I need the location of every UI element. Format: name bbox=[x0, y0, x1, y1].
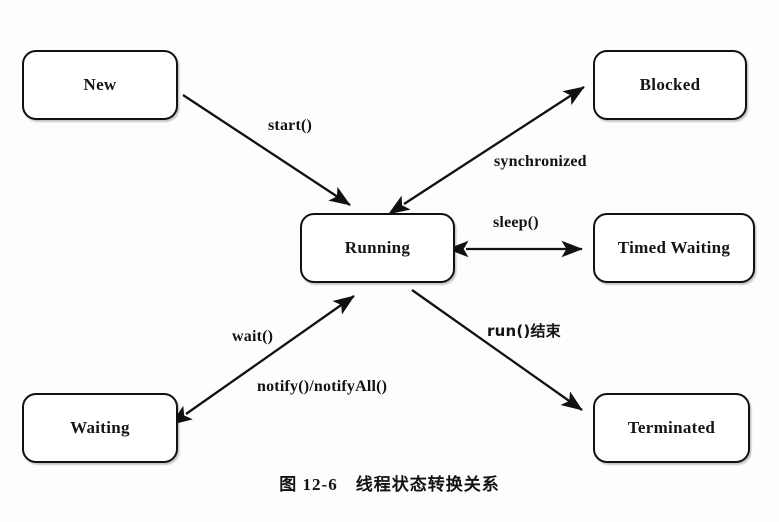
arrow-running-to-terminated bbox=[411, 289, 583, 411]
state-label-waiting: Waiting bbox=[70, 418, 130, 437]
state-box-waiting[interactable]: Waiting bbox=[22, 393, 178, 463]
arrow-running-to-blocked bbox=[388, 86, 585, 215]
edge-label-start: start() bbox=[268, 117, 313, 134]
state-box-new[interactable]: New bbox=[22, 50, 178, 120]
edge-label-wait: wait() bbox=[232, 328, 274, 345]
figure-caption-title: 线程状态转换关系 bbox=[355, 475, 500, 495]
figure-caption: 图 12-6 线程状态转换关系 bbox=[0, 470, 779, 495]
state-box-timed-waiting[interactable]: Timed Waiting bbox=[593, 213, 755, 283]
state-label-timed-waiting: Timed Waiting bbox=[617, 238, 731, 257]
arrow-running-to-waiting bbox=[170, 295, 355, 425]
state-label-new: New bbox=[83, 75, 117, 94]
edge-label-run-end: run()结束 bbox=[487, 322, 561, 340]
state-label-running: Running bbox=[344, 238, 411, 257]
edge-label-notify: notify()/notifyAll() bbox=[257, 378, 388, 395]
state-box-terminated[interactable]: Terminated bbox=[593, 393, 750, 463]
edge-label-synchronized: synchronized bbox=[494, 153, 587, 170]
state-label-terminated: Terminated bbox=[627, 418, 716, 437]
state-box-running[interactable]: Running bbox=[300, 213, 455, 283]
figure-caption-number: 图 12-6 bbox=[279, 475, 338, 494]
state-box-blocked[interactable]: Blocked bbox=[593, 50, 747, 120]
edge-label-sleep: sleep() bbox=[493, 214, 539, 231]
state-label-blocked: Blocked bbox=[639, 75, 701, 94]
arrow-new-to-running bbox=[182, 94, 351, 206]
